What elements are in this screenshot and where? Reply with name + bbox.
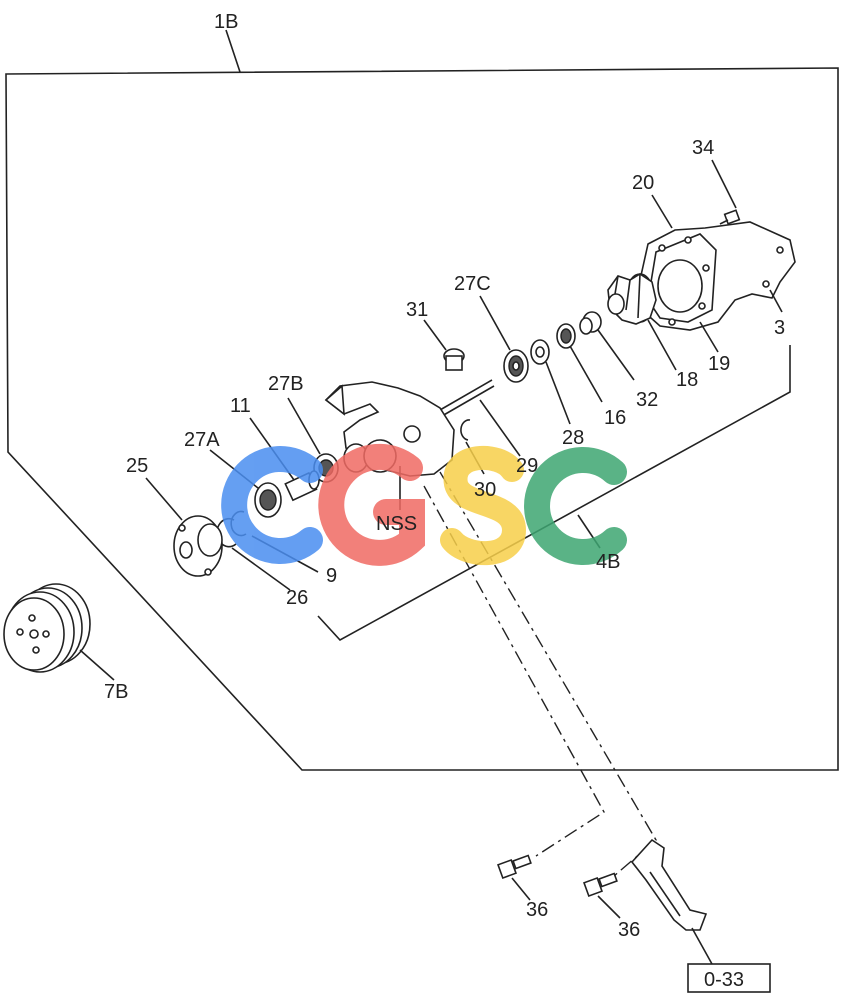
label-20: 20 bbox=[632, 172, 654, 194]
leader-32 bbox=[597, 329, 635, 381]
leader-25 bbox=[145, 477, 183, 521]
dashline-left bbox=[423, 485, 605, 857]
watermark-letter-2 bbox=[318, 443, 425, 566]
leader-28 bbox=[545, 361, 571, 425]
watermark-letter-3 bbox=[440, 445, 527, 566]
page-ref-box bbox=[687, 963, 771, 993]
shaft bbox=[439, 379, 495, 417]
snap-ring-30 bbox=[460, 419, 471, 441]
leader-19 bbox=[699, 321, 719, 353]
label-30: 30 bbox=[474, 479, 496, 501]
label-nss: NSS bbox=[376, 513, 417, 535]
label-36-right: 36 bbox=[618, 919, 640, 941]
washer bbox=[530, 339, 550, 365]
leader-34 bbox=[711, 159, 737, 209]
seal bbox=[556, 323, 576, 349]
label-4b: 4B bbox=[596, 551, 620, 573]
bracket bbox=[630, 838, 708, 931]
dashline-right bbox=[439, 471, 657, 877]
seal-ring bbox=[579, 311, 602, 335]
leader-26 bbox=[231, 547, 291, 591]
page-ref-label: 0-33 bbox=[704, 969, 744, 991]
plug-31 bbox=[443, 348, 465, 371]
label-28: 28 bbox=[562, 427, 584, 449]
cover-plate bbox=[639, 221, 796, 331]
leader-31 bbox=[423, 319, 447, 351]
label-27a: 27A bbox=[184, 429, 220, 451]
label-31: 31 bbox=[406, 299, 428, 321]
label-3: 3 bbox=[774, 317, 785, 339]
label-18: 18 bbox=[676, 369, 698, 391]
label-27c: 27C bbox=[454, 273, 491, 295]
bearing-27a bbox=[254, 482, 282, 518]
label-16: 16 bbox=[604, 407, 626, 429]
bolt-34 bbox=[719, 209, 741, 225]
label-1b: 1B bbox=[214, 11, 238, 33]
leader-20 bbox=[651, 194, 673, 229]
label-36-left: 36 bbox=[526, 899, 548, 921]
label-11: 11 bbox=[230, 395, 251, 417]
watermark-letter-4 bbox=[524, 447, 627, 565]
label-25: 25 bbox=[126, 455, 148, 477]
leader-36-right bbox=[597, 895, 621, 919]
leader-18 bbox=[647, 319, 677, 371]
watermark-letter-1 bbox=[221, 446, 323, 564]
label-19: 19 bbox=[708, 353, 730, 375]
leader-3 bbox=[769, 289, 783, 313]
leader-16 bbox=[569, 345, 603, 403]
label-34: 34 bbox=[692, 137, 714, 159]
impeller bbox=[607, 273, 657, 325]
bearing-27c bbox=[503, 349, 529, 383]
label-27b: 27B bbox=[268, 373, 304, 395]
leader-27b bbox=[287, 397, 321, 455]
pulley-7b bbox=[3, 583, 91, 673]
leader-36-left bbox=[511, 877, 531, 901]
label-9: 9 bbox=[326, 565, 337, 587]
leader-7b bbox=[79, 649, 115, 681]
assembly-boundary bbox=[5, 67, 839, 771]
leader-4b-axis bbox=[317, 345, 791, 642]
label-7b: 7B bbox=[104, 681, 128, 703]
bolt-36-left bbox=[497, 854, 532, 879]
leader-27c bbox=[479, 295, 511, 351]
bolt-36-right bbox=[583, 872, 618, 897]
leader-29 bbox=[479, 399, 521, 457]
label-32: 32 bbox=[636, 389, 658, 411]
watermark bbox=[221, 443, 627, 566]
leader-page-ref bbox=[691, 927, 713, 965]
label-26: 26 bbox=[286, 587, 308, 609]
hub-25 bbox=[173, 515, 223, 577]
leader-1b bbox=[225, 29, 241, 73]
label-29: 29 bbox=[516, 455, 538, 477]
